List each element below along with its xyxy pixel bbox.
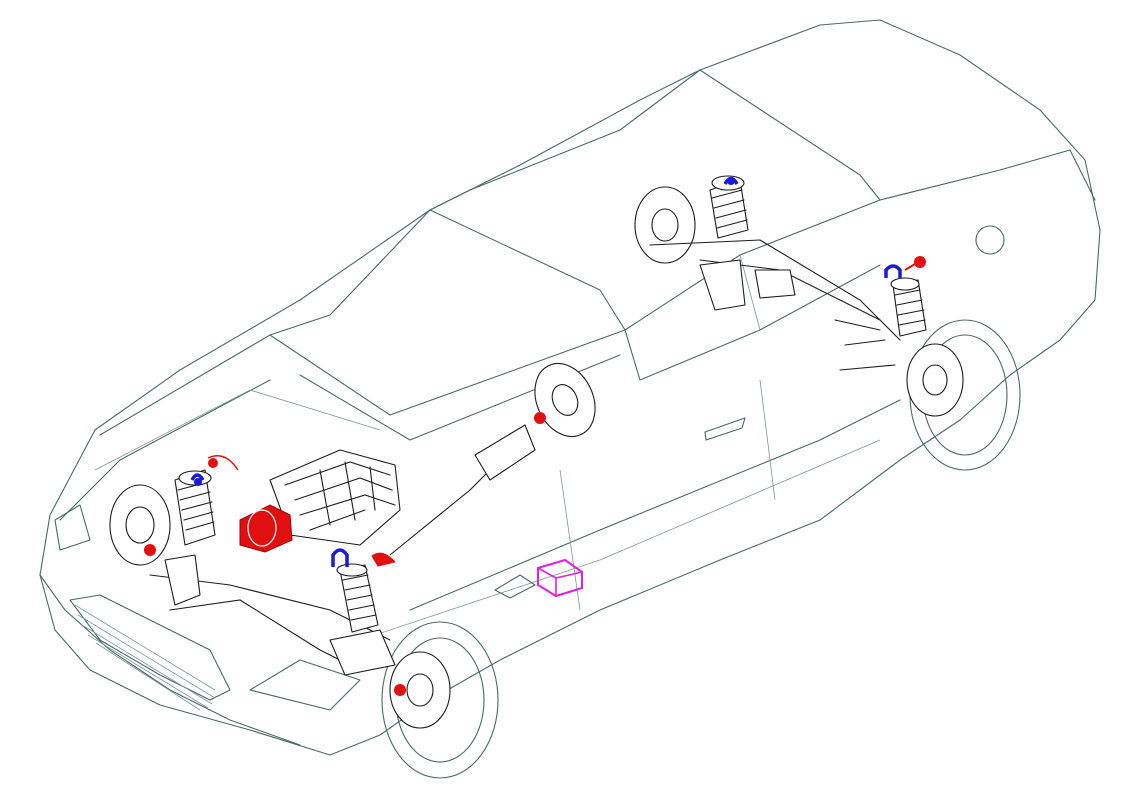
control-unit <box>537 558 583 598</box>
rear-right-sensor-icon <box>904 256 926 271</box>
car-body <box>39 19 1101 756</box>
front-left-upper-sensor-icon <box>207 455 239 471</box>
side-vent <box>494 574 536 599</box>
front-right-wheel-sensor-icon <box>394 684 406 696</box>
front-left-mount-icon <box>190 473 205 486</box>
steering-column <box>389 363 596 556</box>
engine-block <box>269 449 401 546</box>
steering-sensor-icon <box>534 412 546 424</box>
rear-right-spring <box>890 277 927 337</box>
front-left-headlight <box>54 504 91 551</box>
front-right-headlight <box>249 659 361 711</box>
front-right-wheel <box>381 621 499 779</box>
front-subframe <box>149 554 396 676</box>
rear-left-spring <box>709 175 749 239</box>
rear-left-mount-icon <box>723 176 739 185</box>
rear-right-wheel <box>906 319 1021 471</box>
front-left-lower-sensor-icon <box>144 544 156 556</box>
front-right-mount-icon <box>331 548 349 567</box>
rear-left-brake-disc <box>634 186 696 264</box>
engine-component <box>239 504 293 553</box>
grille <box>74 604 216 711</box>
rear-subframe <box>649 239 901 371</box>
front-right-strut <box>336 563 379 633</box>
rear-right-mount-icon <box>884 264 902 278</box>
front-left-brake-disc <box>109 484 171 566</box>
front-right-sensor-icon <box>371 552 396 567</box>
